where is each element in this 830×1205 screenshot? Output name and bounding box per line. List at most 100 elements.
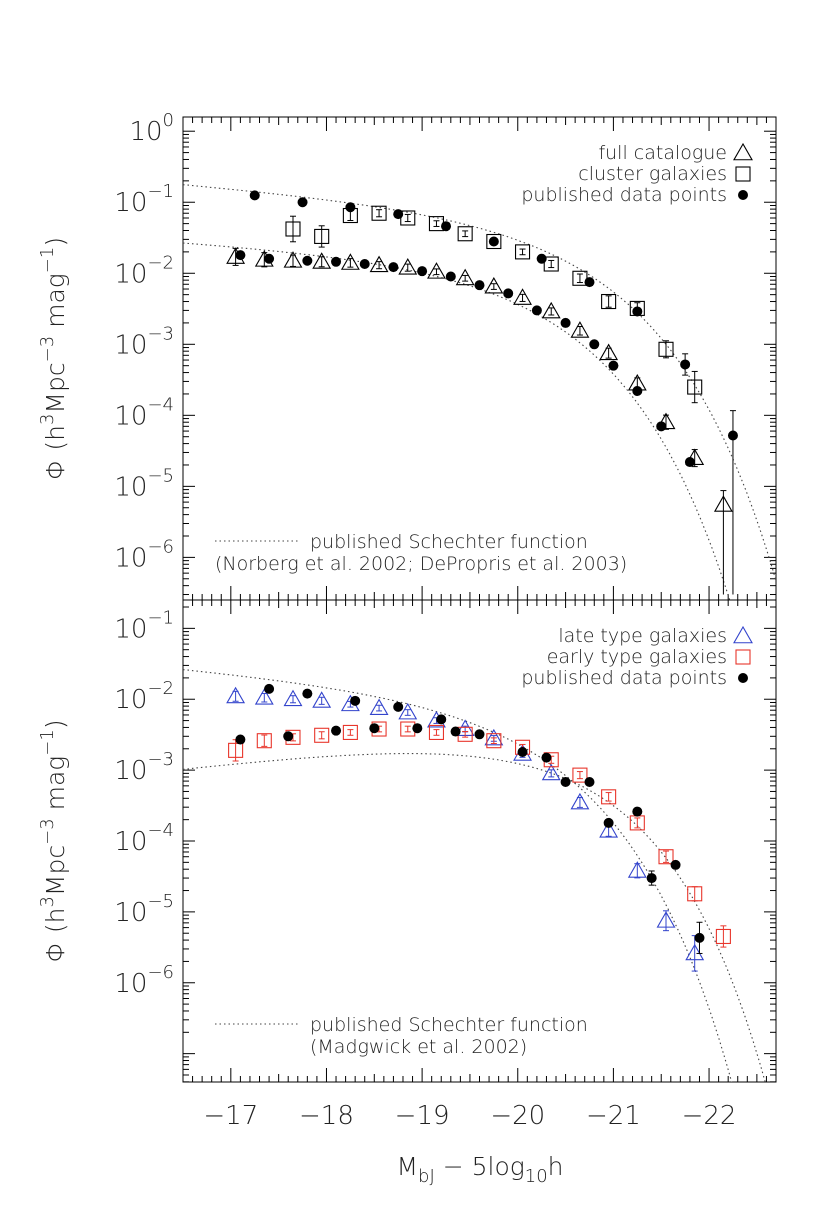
data-triangle — [599, 821, 619, 838]
y-tick-base: 10 — [114, 898, 147, 928]
data-square — [457, 226, 473, 242]
data-triangle — [484, 276, 504, 294]
data-triangle — [312, 691, 332, 708]
y-tick-label: 10−3 — [114, 749, 174, 786]
y-tick-exponent: −6 — [147, 962, 174, 983]
data-dot — [632, 806, 643, 817]
data-triangle — [254, 688, 274, 705]
y-axis-title-part: Mpc — [41, 845, 70, 896]
data-dot — [331, 256, 342, 267]
y-tick-exponent: −1 — [147, 181, 174, 202]
data-triangle — [541, 763, 561, 781]
data-square — [687, 379, 703, 395]
y-tick-base: 10 — [114, 969, 147, 999]
y-tick-base: 10 — [114, 472, 147, 502]
data-dot — [488, 236, 499, 247]
data-dot — [536, 253, 547, 264]
data-dot — [517, 747, 528, 758]
y-tick-base: 10 — [114, 614, 147, 644]
legend-label: cluster galaxies — [578, 163, 727, 185]
y-axis-title: Φ (h3Mpc−3 mag−1) — [37, 719, 70, 962]
data-dot — [393, 209, 404, 220]
y-tick-exponent: −3 — [147, 323, 174, 344]
data-dot — [369, 723, 380, 734]
data-square — [572, 767, 588, 783]
y-axis-title-sup: −3 — [37, 818, 58, 845]
y-axis-title-part: ) — [41, 237, 70, 247]
data-square — [735, 166, 751, 182]
x-tick-label: −21 — [586, 1101, 641, 1131]
y-axis-title-sup: 3 — [37, 414, 58, 425]
data-triangle — [733, 625, 753, 644]
note-line: published Schechter function — [310, 531, 588, 553]
data-dot — [302, 255, 313, 266]
y-tick-label: 10−1 — [114, 181, 174, 218]
schechter-curve — [183, 184, 776, 581]
data-dot — [417, 266, 428, 277]
y-tick-base: 10 — [114, 259, 147, 289]
y-tick-base: 10 — [114, 401, 147, 431]
y-tick-label: 10−6 — [114, 536, 174, 573]
data-triangle — [541, 301, 561, 319]
data-dot — [738, 673, 748, 683]
data-dot — [680, 359, 691, 370]
data-dot — [393, 701, 404, 712]
data-dot — [264, 253, 275, 264]
y-tick-exponent: −4 — [147, 820, 174, 841]
x-tick-label: −19 — [395, 1101, 450, 1131]
series-early-type-galaxies — [228, 721, 731, 948]
data-triangle — [627, 861, 647, 878]
data-triangle — [398, 702, 418, 720]
y-tick-exponent: −1 — [147, 607, 174, 628]
data-dot — [694, 932, 705, 943]
data-dot — [345, 202, 356, 213]
data-triangle — [484, 728, 504, 746]
series — [226, 683, 731, 972]
data-triangle — [427, 262, 446, 279]
y-tick-exponent: −5 — [147, 465, 174, 486]
data-square — [486, 733, 502, 749]
y-axis-title-part: Φ (h — [41, 425, 70, 480]
data-triangle — [570, 792, 590, 810]
data-dot — [560, 317, 571, 328]
x-tick-label: −17 — [203, 1101, 258, 1131]
data-triangle — [340, 253, 360, 270]
y-tick-exponent: −6 — [147, 536, 174, 557]
y-tick-exponent: −2 — [147, 252, 174, 273]
data-triangle — [455, 268, 475, 286]
x-tick-label: −18 — [299, 1101, 354, 1131]
data-dot — [388, 262, 399, 273]
schechter-note: published Schechter function(Norberg et … — [215, 531, 627, 575]
y-tick-label: 10−2 — [114, 252, 174, 289]
y-tick-base: 10 — [114, 756, 147, 786]
y-tick-base: 10 — [114, 188, 147, 218]
data-dot — [283, 731, 294, 742]
data-dot — [603, 817, 614, 828]
data-dot — [560, 776, 571, 787]
curves — [183, 184, 776, 600]
data-square — [715, 928, 731, 945]
data-square — [371, 205, 387, 221]
y-axis-title-sup: 3 — [37, 896, 58, 907]
data-triangle — [226, 686, 246, 704]
data-dot — [684, 457, 695, 468]
y-tick-exponent: −4 — [147, 394, 174, 415]
data-square — [514, 244, 531, 260]
y-axis-title-part: mag — [41, 756, 70, 819]
x-axis-title-part: h — [548, 1152, 564, 1181]
data-triangle — [733, 142, 753, 161]
y-axis-title-sup: −3 — [37, 336, 58, 363]
data-dot — [235, 250, 246, 261]
data-dot — [503, 288, 514, 299]
data-triangle — [570, 321, 590, 338]
data-dot — [632, 386, 643, 397]
data-square — [342, 724, 358, 740]
data-triangle — [283, 251, 303, 268]
note-line: (Norberg et al. 2002; DePropris et al. 2… — [215, 553, 627, 575]
data-dot — [441, 221, 452, 232]
schechter-curve — [183, 669, 733, 1082]
data-dot — [445, 271, 456, 282]
data-triangle — [685, 943, 705, 961]
data-dot — [646, 873, 657, 884]
